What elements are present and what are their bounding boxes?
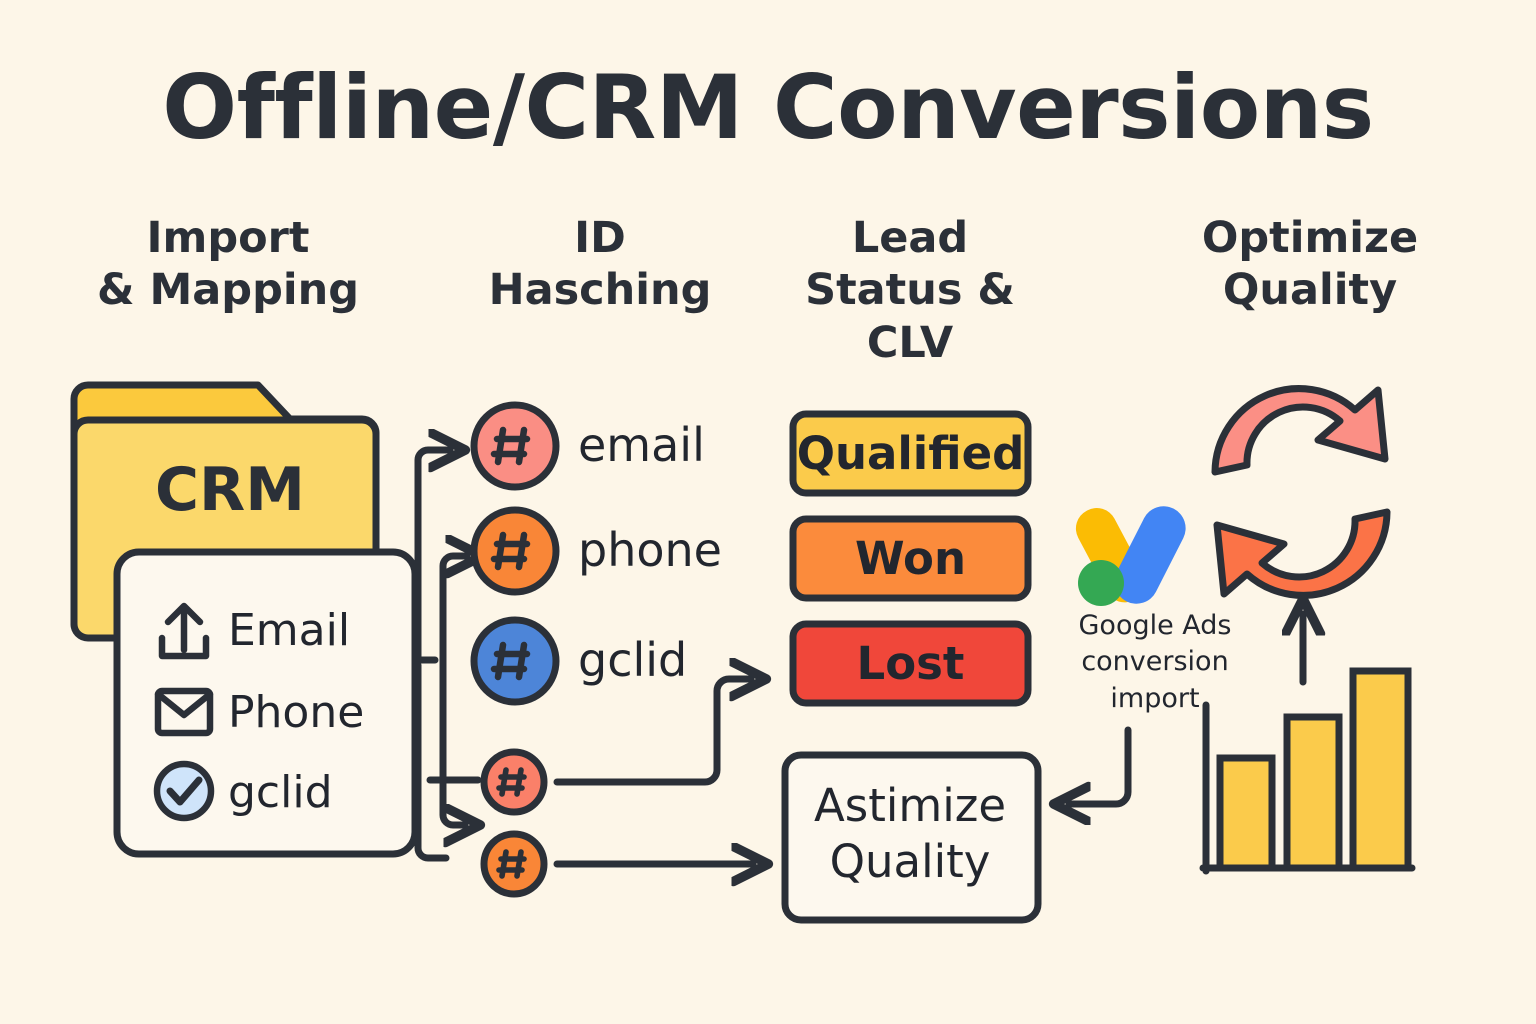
hash-node-extra-2 xyxy=(480,830,548,898)
mapping-field-label: Email xyxy=(228,605,351,656)
google-ads-logo-icon xyxy=(1075,506,1186,606)
envelope-icon xyxy=(154,687,214,737)
hash-label-gclid: gclid xyxy=(578,633,688,687)
connector-group-card-to-hashes xyxy=(411,450,478,862)
mapping-field-gclid: gclid xyxy=(228,767,333,818)
hash-node-phone xyxy=(470,506,560,596)
column-header-line: Status & xyxy=(805,265,1015,316)
column-header-lead-status-clv: Lead Status & CLV xyxy=(790,212,1030,369)
astimize-quality-label: Astimize Quality xyxy=(790,778,1030,891)
column-header-line: ID xyxy=(574,213,626,263)
astimize-quality-box xyxy=(781,751,1042,924)
status-pill-label-won: Won xyxy=(855,532,966,585)
mapping-field-phone: Phone xyxy=(228,687,364,738)
chart-bar xyxy=(1349,667,1412,872)
column-header-optimize-quality: Optimize Quality xyxy=(1160,212,1460,317)
google-ads-caption-line: conversion xyxy=(1081,646,1229,678)
status-pill-qualified[interactable] xyxy=(789,410,1032,497)
status-pill-won[interactable] xyxy=(789,515,1032,602)
status-pill-label-qualified: Qualified xyxy=(796,427,1025,480)
google-ads-caption-line: import xyxy=(1110,682,1200,714)
google-ads-caption-line: Google Ads xyxy=(1078,610,1232,641)
astimize-quality-line: Astimize xyxy=(813,779,1007,832)
page-title: Offline/CRM Conversions xyxy=(162,56,1374,159)
column-header-line: Quality xyxy=(1222,265,1398,316)
connector-googleads-to-astimize xyxy=(1069,726,1132,804)
mapping-field-label: Phone xyxy=(228,687,365,738)
status-pill-lost[interactable] xyxy=(789,620,1032,707)
column-header-line: Import xyxy=(146,213,310,263)
mapping-field-email: Email xyxy=(228,605,350,656)
column-header-line: & Mapping xyxy=(97,265,359,316)
column-header-line: Lead xyxy=(851,213,969,263)
column-header-line: Optimize xyxy=(1201,213,1419,263)
chart-bar xyxy=(1216,754,1276,872)
hash-label-phone: phone xyxy=(578,523,722,577)
column-header-line: CLV xyxy=(866,317,954,368)
refresh-cycle-icon xyxy=(1211,385,1391,599)
column-header-line: Hasching xyxy=(488,265,712,316)
mapping-field-label: gclid xyxy=(228,767,333,818)
connector-extra1-to-lost xyxy=(553,679,751,786)
status-pill-label-lost: Lost xyxy=(856,637,965,690)
bar-chart xyxy=(1199,667,1416,875)
google-ads-caption: Google Ads conversion import xyxy=(1045,608,1265,717)
hash-label-email: email xyxy=(578,418,705,472)
hash-node-extra-1 xyxy=(480,748,548,816)
astimize-quality-line: Quality xyxy=(829,835,991,889)
hash-node-gclid xyxy=(470,616,560,706)
column-header-id-hashing: ID Hasching xyxy=(450,212,750,317)
upload-icon xyxy=(158,602,210,660)
hash-node-email xyxy=(470,401,560,491)
crm-folder-label: CRM xyxy=(155,455,305,525)
check-circle-icon xyxy=(153,760,215,822)
column-header-import-mapping: Import & Mapping xyxy=(68,212,388,317)
chart-bar xyxy=(1283,713,1343,872)
